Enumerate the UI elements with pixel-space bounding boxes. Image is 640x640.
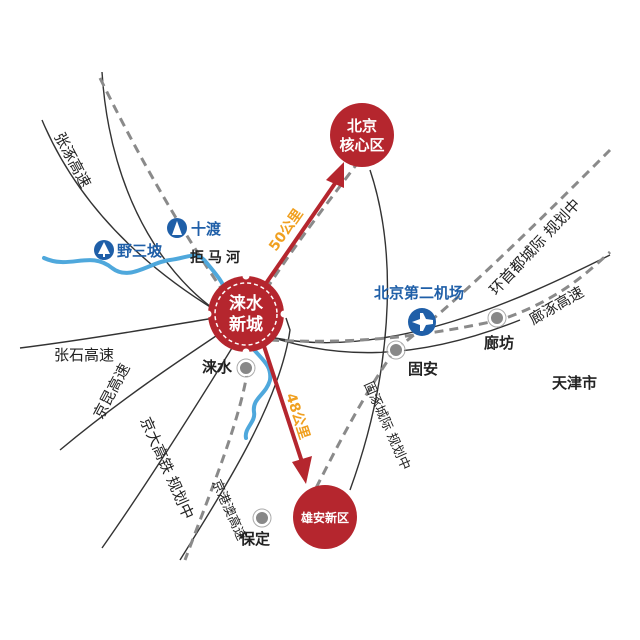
hub-label-line2: 新城 [229,314,263,335]
airport-label: 北京第二机场 [374,284,464,302]
jumahe-label: 拒马河 [190,249,244,266]
road-beijing-arc [349,169,389,491]
yesanpo-label: 野三坡 [117,242,162,260]
road-zhangzhuo [41,119,216,311]
beijing-core-marker[interactable]: 北京 核心区 [330,103,394,167]
arrow-head-beijing [326,162,344,188]
airplane-icon [412,313,433,331]
beijing-label-line2: 核心区 [339,136,384,154]
label-jingkun: 京昆高速 [90,360,134,421]
arrow-head-xiongan [292,456,312,484]
arrow-to-xiongan [260,339,304,463]
label-jingda: 京大高铁 规划中 [136,414,197,522]
stations [236,308,507,528]
distance-arrows [258,162,344,484]
road-jinggang [179,317,291,561]
beijing-label-line1: 北京 [347,117,377,135]
road-zhangshi [19,317,216,349]
airport-marker[interactable] [408,308,436,336]
station-langfang[interactable] [487,308,507,328]
arrow-to-beijing [258,180,338,294]
station-guan[interactable] [386,340,406,360]
road-jingkun [59,331,223,451]
rail-huanshoudu [269,250,612,343]
place-guan: 固安 [408,360,438,378]
place-laishui: 涞水 [202,358,233,376]
station-laishui[interactable] [236,358,256,378]
jumahe-river [42,253,273,440]
label-guzhuo: 固涿城际 规划中 [360,380,412,473]
label-zhangzhuo: 张涿高速 [50,129,94,190]
xiongan-label: 雄安新区 [300,510,349,525]
place-baoding: 保定 [239,530,270,548]
rail-to-beijing [248,164,358,316]
label-zhangshi: 张石高速 [54,346,114,364]
road-outer-ring [101,71,521,354]
hub-label-line1: 涞水 [229,293,264,314]
xiongan-marker[interactable]: 雄安新区 [293,485,357,549]
place-tianjin: 天津市 [552,374,597,392]
shidu-icon[interactable] [167,218,187,238]
place-langfang: 廊坊 [484,334,514,352]
station-baoding[interactable] [252,508,272,528]
hub-laishui-newtown[interactable]: 涞水 新城 [204,272,288,356]
yesanpo-icon[interactable] [94,240,114,260]
rail-south [183,367,250,561]
shidu-label: 十渡 [191,220,222,238]
label-huanshoudu: 环首都城际 规划中 [486,195,584,299]
road-jingda [101,334,241,549]
